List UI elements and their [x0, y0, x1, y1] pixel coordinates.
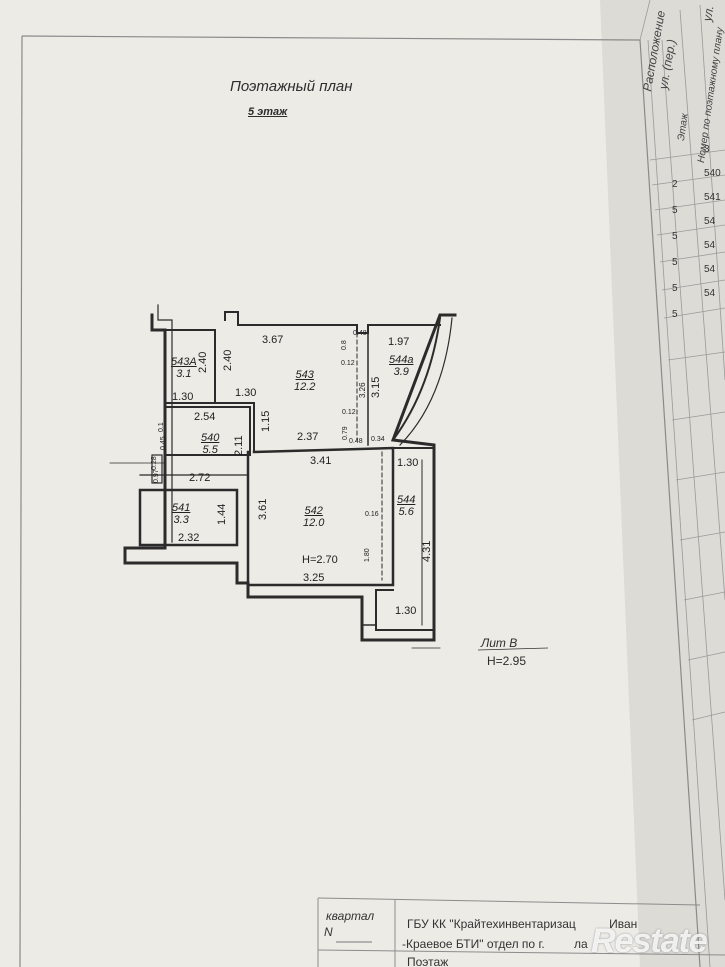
dim-label: 2.40: [197, 351, 209, 373]
room-area: 5.6: [398, 506, 414, 518]
room-area: 3.1: [176, 368, 192, 380]
room-number: 541: [172, 502, 191, 514]
floor-plan: [109, 304, 457, 649]
room-540: 540 5.5: [201, 432, 219, 456]
stamp-kvartal: квартал: [326, 909, 375, 923]
dim-label: 0.97: [153, 469, 160, 483]
dim-label: 1.15: [260, 410, 272, 432]
dim-label: 0.12: [341, 360, 355, 367]
stamp-org-line2: -Краевое БТИ" отдел по г. ла: [402, 937, 588, 951]
dim-label: 2.37: [297, 431, 319, 443]
room-542: 542 12.0: [303, 505, 324, 529]
table-col-floor: 2 5 5 5 5 5: [672, 172, 678, 328]
room-543a: 543А 3.1: [171, 356, 197, 380]
restate-watermark: Restate: [591, 922, 708, 960]
table-col-room: 3 540 541 54 54 54 54: [704, 138, 721, 306]
dim-label: 3.25: [303, 572, 325, 584]
table-cell: 54: [704, 264, 716, 275]
room-number: 544а: [389, 354, 414, 366]
stamp-org-tail: ла: [574, 937, 588, 951]
table-cell: 5: [672, 257, 678, 268]
dim-label: 0.1: [158, 422, 165, 432]
room-area: 5.5: [202, 444, 218, 456]
floor-label: 5 этаж: [248, 106, 288, 118]
stamp-box: [317, 897, 725, 967]
room-area: 12.0: [303, 517, 325, 529]
room-541: 541 3.3: [172, 502, 190, 526]
dim-label: 4.31: [421, 540, 433, 562]
table-cell: 541: [704, 192, 721, 203]
dim-label: 3.15: [370, 376, 382, 398]
table-cell: 5: [672, 231, 678, 242]
room-area: 3.3: [173, 514, 189, 526]
dim-label: 0.79: [342, 426, 349, 440]
table-cell: 3: [704, 144, 710, 155]
side-table: [639, 0, 725, 967]
table-header-street-2: ул.: [700, 4, 717, 23]
stamp-org-text: -Краевое БТИ" отдел по г.: [402, 937, 545, 951]
dim-label: 2.40: [222, 349, 234, 371]
room-number: 543А: [171, 356, 197, 368]
table-cell: 5: [672, 205, 678, 216]
dim-label: 0.16: [365, 511, 379, 518]
table-cell: 5: [672, 309, 678, 320]
table-cell: 2: [672, 179, 678, 190]
dim-label: 0.12: [342, 409, 356, 416]
table-cell: 5: [672, 283, 678, 294]
dim-label: 3.41: [310, 455, 332, 467]
dim-label: 0.48: [349, 438, 363, 445]
dim-label: 2.72: [189, 472, 211, 484]
plan-title: Поэтажный план: [230, 78, 353, 95]
dim-label: 1.30: [235, 387, 257, 399]
dim-label: 1.30: [395, 605, 417, 617]
room-number: 542: [304, 505, 323, 517]
liter-label: Лит В: [481, 636, 518, 650]
dim-label: 3.26: [358, 382, 367, 398]
room-height: H=2.70: [302, 554, 338, 566]
dim-label: 2.32: [178, 532, 200, 544]
table-cell: 54: [704, 240, 716, 251]
dim-label: 3.67: [262, 334, 284, 346]
table-cell: 54: [704, 216, 716, 227]
dim-label: 0.34: [371, 436, 385, 443]
liter-height: H=2.95: [487, 654, 527, 668]
table-cell: 54: [704, 288, 716, 299]
stamp-n: N: [324, 925, 333, 939]
dim-label: 1.30: [397, 457, 419, 469]
room-number: 543: [295, 369, 314, 381]
dim-label: 1.44: [216, 503, 228, 525]
stamp-org-tail: Иван: [609, 917, 638, 931]
room-number: 544: [397, 494, 416, 506]
dim-label: 0.48: [353, 330, 367, 337]
room-number: 540: [201, 432, 220, 444]
room-area: 12.2: [294, 381, 316, 393]
room-544: 544 5.6: [397, 494, 415, 518]
stamp-org-text: ГБУ КК "Крайтехинвентаризац: [407, 917, 576, 931]
dim-label: 1.80: [364, 548, 371, 562]
dim-label: 1.30: [172, 391, 194, 403]
room-544a: 544а 3.9: [389, 354, 413, 378]
table-cell: 540: [704, 168, 721, 179]
dim-label: 3.61: [257, 498, 269, 520]
dim-label: 2.54: [194, 411, 216, 423]
dim-label: 1.97: [388, 336, 410, 348]
dim-label: 0.28: [151, 456, 158, 470]
dim-label: 2.11: [233, 435, 245, 456]
dim-label: 0.45: [160, 436, 167, 450]
room-543: 543 12.2: [294, 369, 315, 393]
stamp-org-line1: ГБУ КК "Крайтехинвентаризац Иван: [407, 917, 637, 931]
dim-label: 0.8: [341, 340, 348, 350]
room-area: 3.9: [393, 366, 409, 378]
stamp-org-line3: Поэтаж: [407, 955, 449, 967]
